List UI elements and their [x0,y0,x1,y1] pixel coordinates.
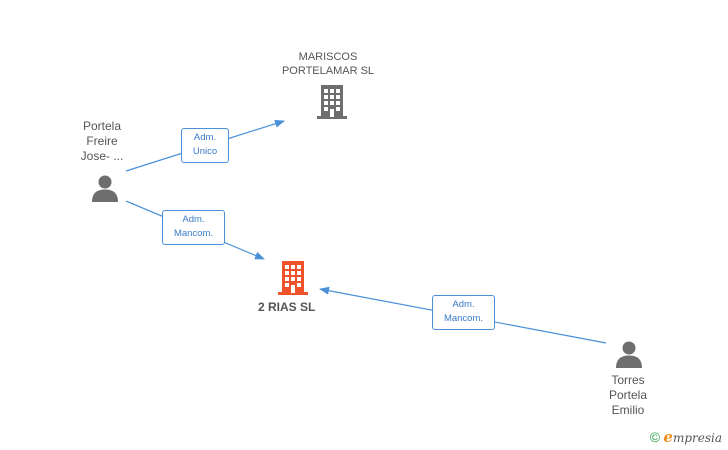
building-icon[interactable] [316,84,348,120]
role-line-1: Adm. [182,214,205,225]
role-badge-adm-unico[interactable]: Adm. Unico [181,128,229,163]
building-icon[interactable] [277,260,309,296]
person-name-line-1: Portela [82,119,122,133]
role-line-2: Mancom. [173,228,214,239]
role-badge-adm-mancom[interactable]: Adm. Mancom. [432,295,495,330]
company-label-mariscos[interactable]: MARISCOS PORTELAMAR SL [268,50,388,78]
role-line-2: Mancom. [443,313,484,324]
person-name-line-2: Freire [86,134,118,148]
brand-logo-text: mpresia [672,431,722,445]
company-label-2-rias[interactable]: 2 RIAS SL [258,300,316,314]
empresia-watermark: © empresia [650,428,722,446]
person-label-portela[interactable]: Portela Freire Jose- ... [62,119,142,164]
company-name-line-2: PORTELAMAR SL [281,65,375,77]
person-icon[interactable] [614,339,644,369]
person-name-line-3: Emilio [611,403,645,417]
person-name-line-3: Jose- ... [80,149,124,163]
role-line-2: Unico [192,146,218,157]
company-name-line-1: MARISCOS [298,51,358,63]
role-line-1: Adm. [193,132,217,143]
person-name-line-1: Torres [611,373,645,387]
person-name-line-2: Portela [608,388,648,402]
person-icon[interactable] [90,173,120,203]
role-line-1: Adm. [452,299,475,310]
person-label-torres[interactable]: Torres Portela Emilio [588,373,668,418]
copyright-symbol: © [649,429,661,445]
brand-logo-e: e [663,428,673,446]
role-badge-adm-mancom[interactable]: Adm. Mancom. [162,210,225,245]
